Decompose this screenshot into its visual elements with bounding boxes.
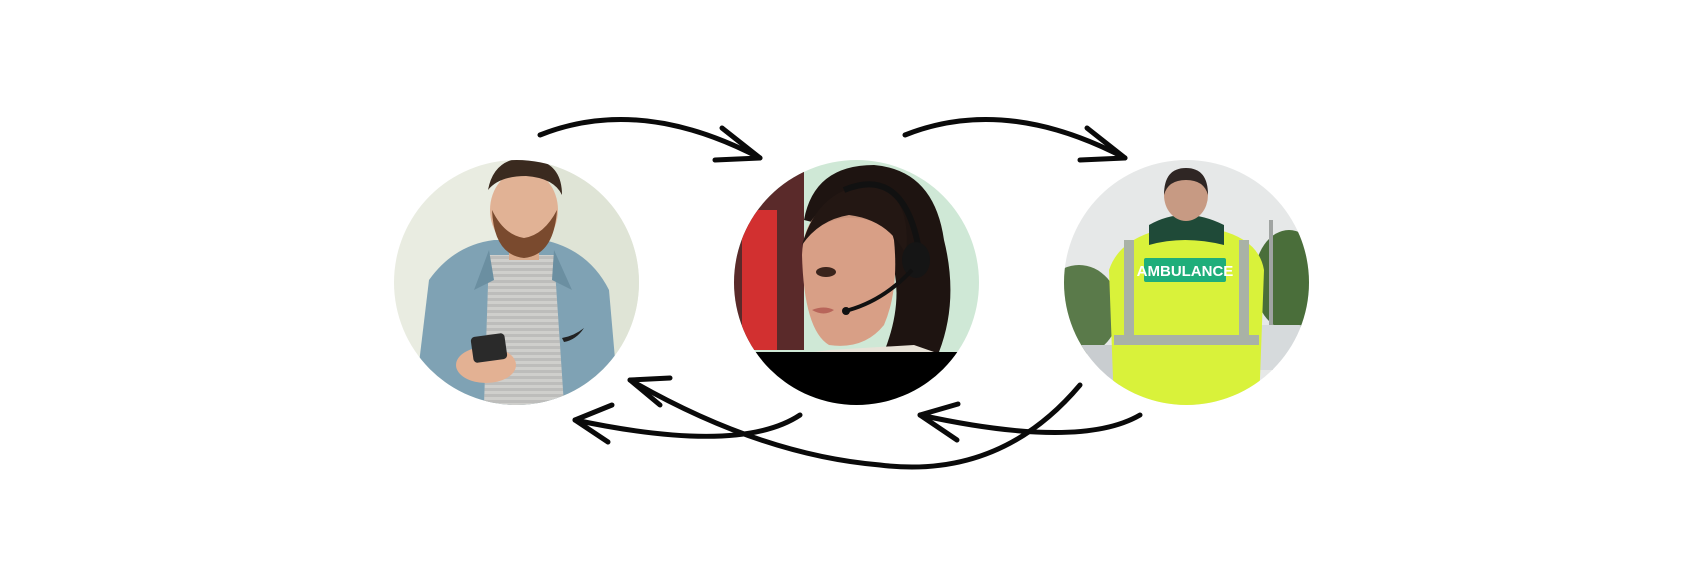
arrow-left-icon: [917, 401, 1143, 443]
caller-photo: [394, 160, 639, 405]
arrow-left-icon: [572, 402, 803, 445]
svg-text:AMBULANCE: AMBULANCE: [1137, 263, 1234, 280]
ambulance-paramedic-illustration: AMBULANCE: [1064, 160, 1309, 405]
arrow-right-icon: [537, 116, 763, 163]
person-with-phone-illustration: [394, 160, 639, 405]
call-handler-headset-illustration: [734, 160, 979, 405]
dispatcher-photo: [734, 160, 979, 405]
paramedic-photo: AMBULANCE: [1064, 160, 1309, 405]
arrow-right-icon: [902, 116, 1128, 163]
